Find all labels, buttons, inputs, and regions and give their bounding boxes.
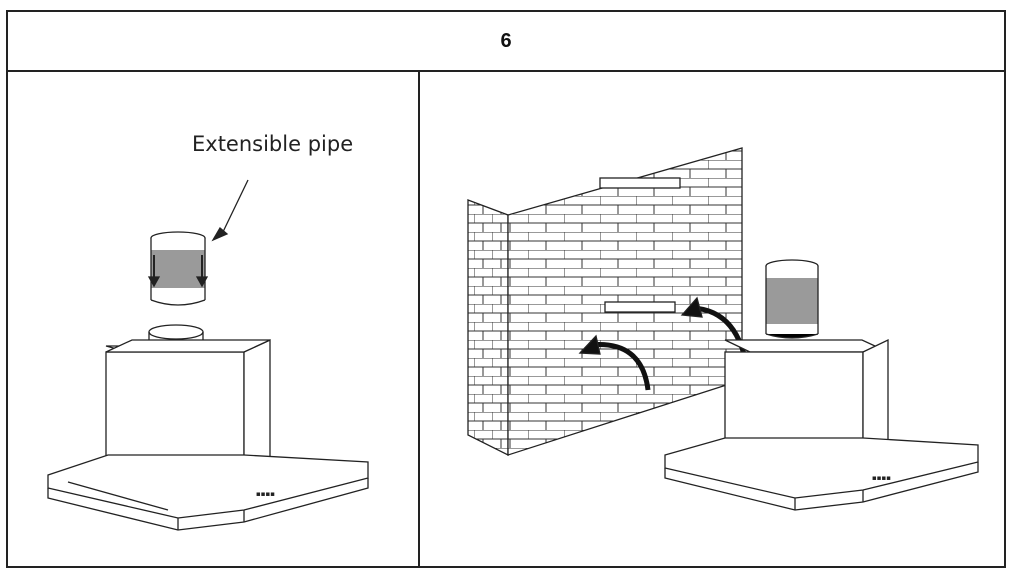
mid-bracket [604,301,676,313]
top-bracket [599,177,681,189]
svg-text:▪▪▪▪: ▪▪▪▪ [256,490,275,498]
wall-mount-illustration: ▪▪▪▪ [467,147,979,511]
right-panel: ▪▪▪▪ [420,70,1004,566]
side-brick-wall [467,199,509,457]
callout-arrow-icon [211,226,229,242]
svg-text:▪▪▪▪: ▪▪▪▪ [872,474,891,482]
extensible-pipe-label: Extensible pipe [192,132,354,156]
hood-pipe-illustration: ▪▪▪▪ [47,179,369,531]
step-number: 6 [500,29,512,52]
instruction-step-frame: 6 Extensible pipe [6,10,1006,568]
curved-arrow-icon [589,342,651,391]
left-panel: Extensible pipe [8,70,420,566]
pipe-band [151,250,205,288]
step-header: 6 [8,12,1004,72]
down-arrow-icon [147,276,161,288]
down-arrow-icon [195,276,209,288]
pipe-band [766,278,818,324]
